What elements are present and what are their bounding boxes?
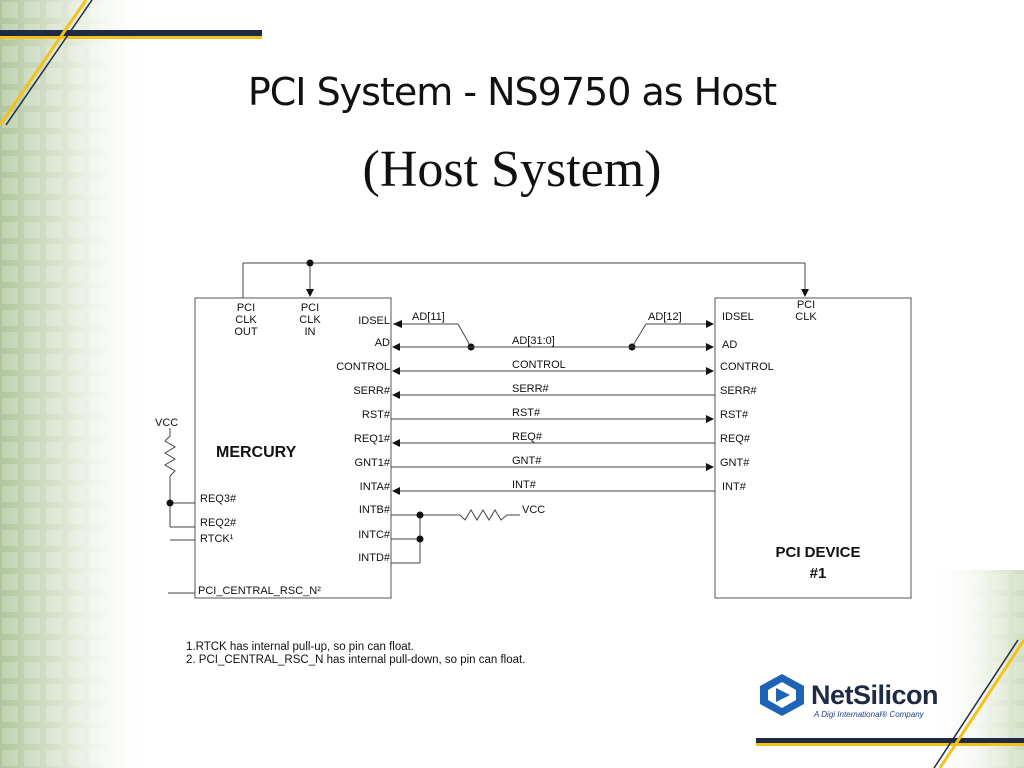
netsilicon-logo-icon: [760, 674, 804, 716]
bottom-navy-bar: [756, 738, 1024, 743]
mercury-block: [194, 297, 392, 599]
top-yellow-bar: [0, 36, 262, 39]
mercury-pin-rtck: RTCK¹: [200, 533, 234, 545]
mercury-pin-req3: REQ3#: [200, 493, 237, 505]
footnote-2: 2. PCI_CENTRAL_RSC_N has internal pull-d…: [186, 654, 526, 666]
mercury-pin-serr: SERR#: [353, 385, 391, 397]
device-label-line1: PCI DEVICE: [775, 544, 860, 561]
signal-rst: RST#: [512, 407, 541, 419]
mercury-pin-gnt1: GNT1#: [355, 457, 391, 469]
ad12-line: [631, 323, 647, 348]
device-pin-rst: RST#: [720, 409, 749, 421]
netsilicon-logo: NetSilicon A Digi International® Company: [756, 672, 966, 724]
mercury-pin-rst: RST#: [362, 409, 391, 421]
footnotes: 1.RTCK has internal pull-up, so pin can …: [186, 641, 566, 667]
mercury-pin-req2: REQ2#: [200, 517, 237, 529]
clock-junction: [306, 259, 314, 267]
vcc-left-label: VCC: [155, 417, 178, 429]
mercury-label: MERCURY: [216, 444, 297, 461]
device-pin-idsel: IDSEL: [722, 311, 754, 323]
device-pin-control: CONTROL: [720, 361, 774, 373]
signal-ad-bus: AD[31:0]: [512, 335, 555, 347]
slide-subtitle: (Host System): [362, 141, 662, 198]
signal-int: INT#: [512, 479, 537, 491]
device-pin-req: REQ#: [720, 433, 751, 445]
footnote-1: 1.RTCK has internal pull-up, so pin can …: [186, 641, 414, 653]
signal-ad11: AD[11]: [412, 311, 445, 323]
top-navy-bar: [0, 30, 262, 36]
mercury-pin-inta: INTA#: [360, 481, 391, 493]
bottom-yellow-bar: [756, 743, 1024, 746]
signal-control: CONTROL: [512, 359, 566, 371]
mercury-pin-control: CONTROL: [336, 361, 390, 373]
logo-tagline: A Digi International® Company: [814, 710, 924, 719]
mercury-pin-req1: REQ1#: [354, 433, 391, 445]
bottom-diagonal-yellow: [938, 639, 1024, 768]
device-pin-ad: AD: [722, 339, 737, 351]
mercury-pin-idsel: IDSEL: [358, 315, 390, 327]
req-pullup-net: [164, 428, 195, 594]
mercury-pin-pci-central-rsc: PCI_CENTRAL_RSC_N²: [198, 585, 321, 597]
int-pullup-resistor: [459, 509, 520, 521]
signal-ad12: AD[12]: [648, 311, 682, 323]
signal-gnt: GNT#: [512, 455, 542, 467]
device-pin-int: INT#: [722, 481, 747, 493]
device-pin-gnt: GNT#: [720, 457, 750, 469]
logo-wordmark: NetSilicon: [811, 680, 939, 710]
signal-serr: SERR#: [512, 383, 550, 395]
pci-device-block: [714, 297, 912, 599]
req-pullup-resistor: [164, 435, 176, 477]
top-diagonal-yellow: [0, 0, 88, 126]
mercury-pin-intc: INTC#: [358, 529, 391, 541]
mercury-pin-intd: INTD#: [358, 552, 391, 564]
device-pin-serr: SERR#: [720, 385, 758, 397]
signal-req: REQ#: [512, 431, 543, 443]
slide-title: PCI System - NS9750 as Host: [247, 70, 777, 114]
mercury-pin-intb: INTB#: [359, 504, 391, 516]
int-pullup-net: [391, 509, 520, 564]
vcc-int-label: VCC: [522, 504, 545, 516]
clock-net: [242, 262, 809, 298]
device-label-line2: #1: [810, 565, 827, 582]
mercury-pin-ad: AD: [375, 337, 390, 349]
